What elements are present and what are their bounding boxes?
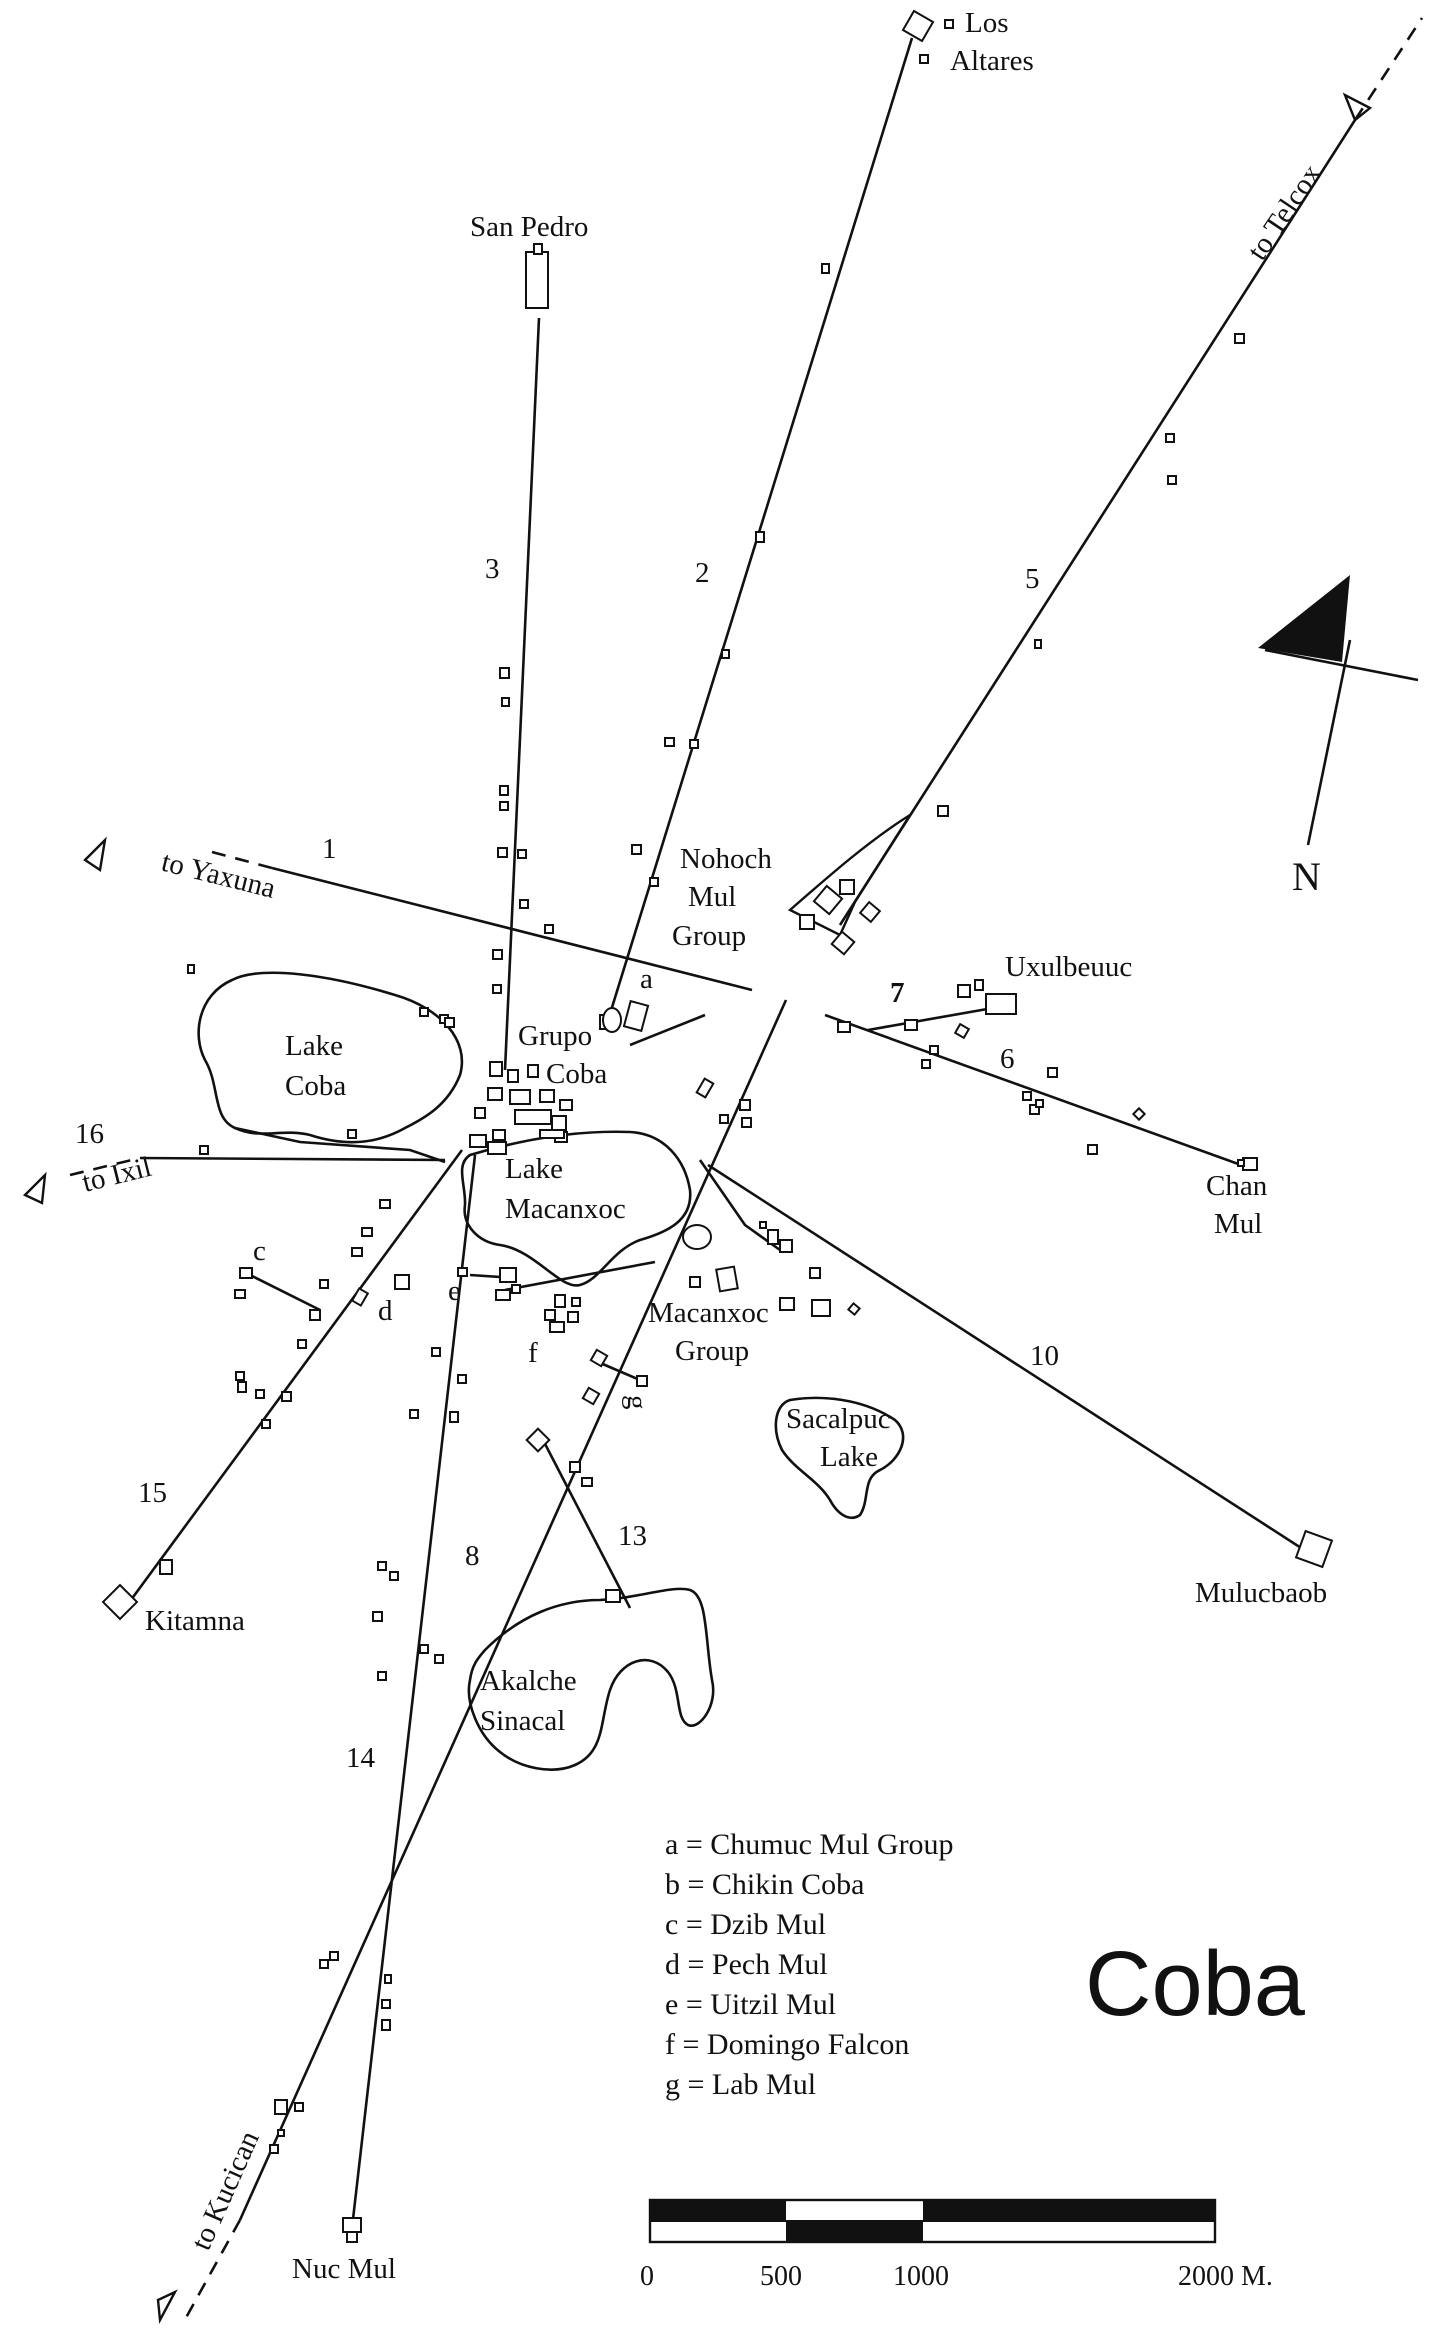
nohoch-mul-enclosure — [787, 813, 912, 937]
label-lake-sacalpuc-2: Lake — [820, 1441, 878, 1473]
road-number-10: 10 — [1030, 1340, 1059, 1372]
road-number-6: 6 — [1000, 1043, 1015, 1075]
label-chan-mul-2: Mul — [1214, 1208, 1262, 1240]
site-letter-a: a — [640, 963, 653, 995]
road-c — [247, 1272, 321, 1312]
label-uxulbeuuc: Uxulbeuuc — [1005, 951, 1132, 983]
arrow-kucican-icon — [156, 2289, 178, 2325]
site-letter-f: f — [528, 1337, 538, 1369]
legend-item-c: c = Dzib Mul — [665, 1908, 826, 1941]
road-15 — [123, 1149, 464, 1609]
road-3 — [503, 317, 541, 1071]
road-number-15: 15 — [138, 1477, 167, 1509]
site-letter-e: e — [448, 1275, 461, 1307]
road-nohoch-link — [629, 1013, 706, 1047]
label-lake-coba-1: Lake — [285, 1030, 343, 1062]
lake-macanxoc-shape — [460, 1130, 692, 1287]
label-to-ixil: to Ixil — [79, 1151, 155, 1199]
legend-item-b: b = Chikin Coba — [665, 1868, 864, 1901]
road-number-5: 5 — [1025, 563, 1040, 595]
label-nuc-mul: Nuc Mul — [292, 2253, 396, 2285]
label-macanxoc-group-1: Macanxoc — [648, 1297, 769, 1329]
label-to-telcox: to Telcox — [1241, 158, 1328, 266]
road-5 — [838, 119, 1357, 926]
legend-item-e: e = Uitzil Mul — [665, 1988, 836, 2021]
road-lake-coba-edge — [234, 1126, 446, 1164]
arrow-telcox-icon — [1342, 92, 1373, 122]
lake-akalche-shape — [467, 1587, 715, 1771]
label-nohoch-mul-2: Mul — [688, 881, 736, 913]
scale-tick-1000: 1000 — [893, 2261, 949, 2292]
road-lake-link — [504, 1260, 656, 1292]
road-number-16: 16 — [75, 1118, 104, 1150]
scale-tick-0: 0 — [640, 2261, 654, 2292]
structures — [101, 9, 1334, 2243]
label-lake-akalche-1: Akalche — [480, 1665, 577, 1697]
road-6 — [824, 1013, 1256, 1172]
road-5-continuation — [1353, 17, 1424, 121]
label-grupo-coba-1: Grupo — [518, 1020, 592, 1052]
north-arrow-icon — [1258, 575, 1419, 846]
label-macanxoc-group-2: Group — [675, 1335, 749, 1367]
label-chan-mul-1: Chan — [1206, 1170, 1268, 1202]
label-grupo-coba-2: Coba — [546, 1058, 607, 1090]
road-kucican-continuation — [180, 2219, 242, 2326]
legend-item-f: f = Domingo Falcon — [665, 2028, 909, 2061]
scale-tick-500: 500 — [760, 2261, 802, 2292]
road-10 — [707, 1163, 1313, 1557]
lake-coba-shape — [197, 971, 464, 1144]
site-letter-g: g — [621, 1395, 653, 1410]
legend-item-a: a = Chumuc Mul Group — [665, 1828, 954, 1861]
map-title: Coba — [1085, 1933, 1306, 2035]
structure-round-1 — [602, 1007, 622, 1033]
road-number-1: 1 — [322, 833, 337, 865]
legend-item-g: g = Lab Mul — [665, 2068, 816, 2101]
label-lake-akalche-2: Sinacal — [480, 1705, 565, 1737]
road-number-8: 8 — [465, 1540, 480, 1572]
road-number-13: 13 — [618, 1520, 647, 1552]
site-letter-d: d — [378, 1295, 393, 1327]
road-g-link — [597, 1360, 641, 1382]
label-lake-coba-2: Coba — [285, 1070, 346, 1102]
road-16 — [139, 1156, 446, 1162]
north-label: N — [1292, 854, 1321, 899]
road-kucican — [238, 999, 788, 2221]
label-kitamna: Kitamna — [145, 1605, 245, 1637]
road-number-2: 2 — [695, 557, 710, 589]
road-16-continuation — [69, 1156, 141, 1177]
road-1-continuation — [211, 850, 273, 870]
label-los-altares-2: Altares — [950, 45, 1034, 77]
label-los-altares-1: Los — [965, 7, 1009, 39]
label-lake-sacalpuc-1: Sacalpuc — [786, 1403, 891, 1435]
label-nohoch-mul-1: Nohoch — [680, 843, 772, 875]
label-san-pedro: San Pedro — [470, 211, 588, 243]
road-number-7: 7 — [890, 977, 905, 1009]
arrow-ixil-icon — [22, 1171, 47, 1205]
scale-bar: 0 500 1000 2000 M. — [640, 2198, 1273, 2292]
lake-sacalpuc-shape — [774, 1396, 905, 1520]
road-number-3: 3 — [485, 553, 500, 585]
scale-tick-2000: 2000 M. — [1178, 2261, 1273, 2292]
road-13 — [541, 1439, 632, 1609]
structure-round-2 — [682, 1224, 712, 1250]
legend: a = Chumuc Mul Group b = Chikin Coba c =… — [665, 1828, 954, 2101]
road-number-14: 14 — [346, 1742, 376, 1774]
road-14 — [350, 1154, 477, 2229]
label-mulucbaob: Mulucbaob — [1195, 1577, 1327, 1609]
arrow-yaxuna-icon — [83, 836, 107, 873]
legend-item-d: d = Pech Mul — [665, 1948, 828, 1981]
label-lake-macanxoc-1: Lake — [505, 1153, 563, 1185]
site-letter-c: c — [253, 1235, 266, 1267]
label-nohoch-mul-3: Group — [672, 920, 746, 952]
label-lake-macanxoc-2: Macanxoc — [505, 1193, 626, 1225]
